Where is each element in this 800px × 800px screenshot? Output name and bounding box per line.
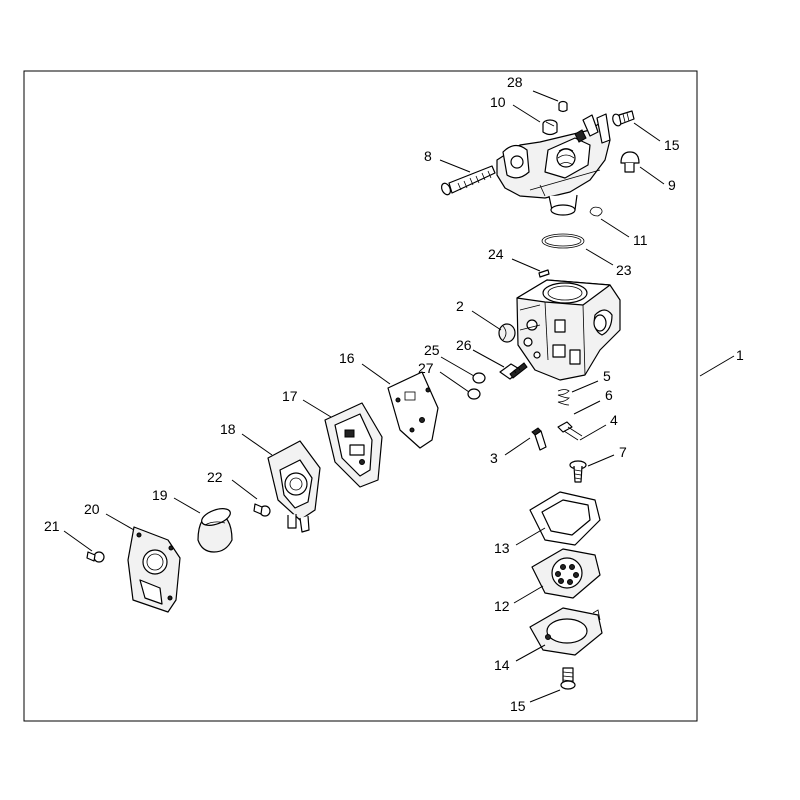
callout-20: 20: [84, 501, 100, 517]
callout-labels: 1 2 3 4 5 6 7 8 9 10 11 12 13 14 15 15 1…: [44, 74, 744, 714]
part-10-screw: [542, 119, 558, 136]
carburetor-body: [516, 279, 621, 381]
callout-28: 28: [507, 74, 523, 90]
callout-24: 24: [488, 246, 504, 262]
callout-12: 12: [494, 598, 510, 614]
callout-15-top: 15: [664, 137, 680, 153]
part-27-plug: [467, 388, 481, 400]
part-19-primer-bulb: [197, 508, 233, 553]
part-15-screw-top: [612, 110, 635, 127]
part-12-diaphragm: [531, 548, 601, 599]
part-8-screw: [440, 165, 496, 196]
part-7-screw: [569, 460, 587, 483]
part-23-o-ring: [541, 233, 585, 249]
callout-10: 10: [490, 94, 506, 110]
callout-7: 7: [619, 444, 627, 460]
part-20-cover-plate: [127, 526, 181, 613]
callout-8: 8: [424, 148, 432, 164]
callout-11: 11: [633, 232, 648, 248]
callout-3: 3: [490, 450, 498, 466]
callout-6: 6: [605, 387, 613, 403]
callout-18: 18: [220, 421, 236, 437]
callout-17: 17: [282, 388, 298, 404]
callout-27: 27: [418, 360, 434, 376]
callout-21: 21: [44, 518, 60, 534]
part-17-plate: [324, 402, 383, 488]
callout-2: 2: [456, 298, 464, 314]
callout-26: 26: [456, 337, 472, 353]
part-26-needle: [499, 362, 528, 380]
part-18-pump-body: [267, 440, 321, 533]
part-25-plug: [472, 372, 486, 384]
callout-13: 13: [494, 540, 510, 556]
part-4-lever: [557, 421, 583, 441]
part-28-cap: [558, 100, 568, 113]
callout-25: 25: [424, 342, 440, 358]
callout-22: 22: [207, 469, 223, 485]
part-14-cover: [529, 607, 603, 656]
callout-16: 16: [339, 350, 355, 366]
part-15-screw-bottom: [560, 667, 576, 690]
callout-9: 9: [668, 177, 676, 193]
part-3-needle-valve: [531, 427, 547, 451]
part-24-pin: [538, 269, 550, 278]
part-9-pin: [620, 151, 640, 173]
part-5-spring: [557, 389, 570, 406]
part-21-screw: [86, 551, 105, 563]
callout-4: 4: [610, 412, 618, 428]
callout-23: 23: [616, 262, 632, 278]
callout-1: 1: [736, 347, 744, 363]
callout-15-bottom: 15: [510, 698, 526, 714]
part-22-screw: [253, 503, 271, 517]
part-16-gasket: [387, 371, 439, 449]
callout-5: 5: [603, 368, 611, 384]
callout-14: 14: [494, 657, 510, 673]
part-2-plug: [498, 323, 516, 343]
top-lever-assembly: [496, 113, 611, 216]
callout-19: 19: [152, 487, 168, 503]
part-11-clip: [589, 206, 603, 217]
part-13-gasket: [529, 491, 601, 546]
diagram-frame: [23, 70, 698, 722]
leader-lines: [63, 90, 735, 703]
